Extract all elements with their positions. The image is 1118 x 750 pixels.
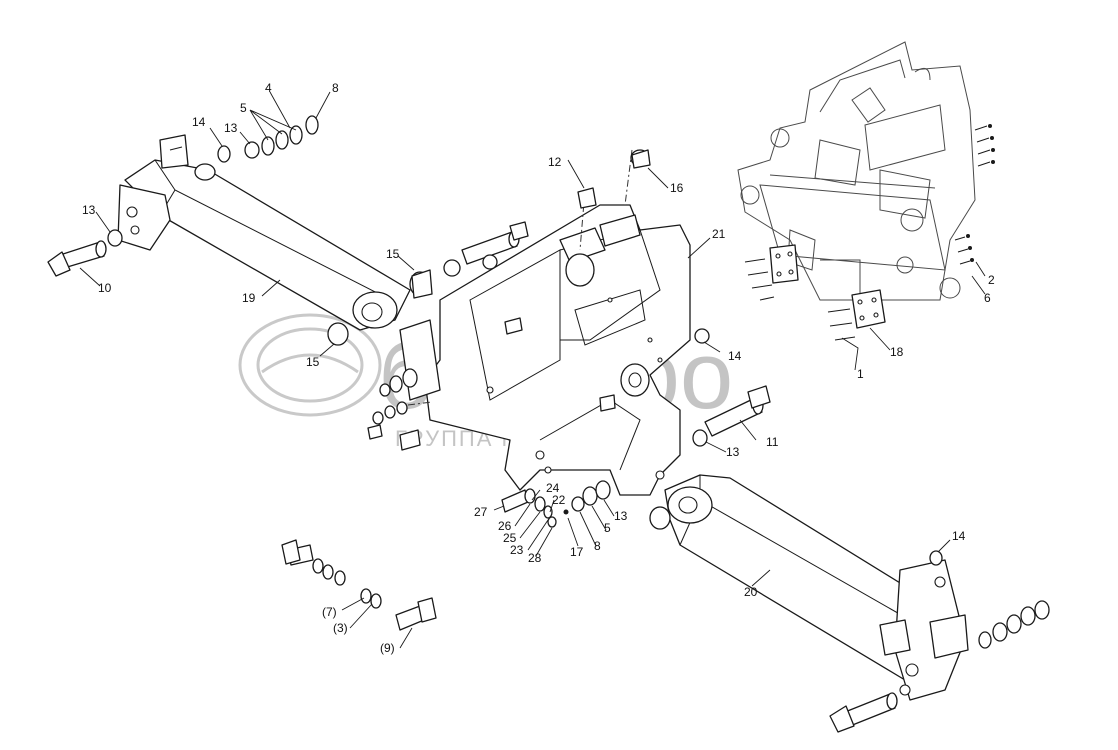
pin-10 (47, 229, 123, 277)
label-28: 28 (528, 551, 542, 565)
label-8-lower: 8 (594, 539, 601, 553)
label-13-left: 13 (82, 203, 96, 217)
label-16: 16 (670, 181, 684, 195)
label-6: 6 (984, 291, 991, 305)
label-21: 21 (712, 227, 726, 241)
label-24: 24 (546, 481, 560, 495)
label-5-top: 5 (240, 101, 247, 115)
label-3-ref: (3) (333, 621, 348, 635)
central-bracket-21 (399, 204, 691, 496)
label-17: 17 (570, 545, 584, 559)
bushing-15 (327, 269, 433, 346)
frame-bolts (954, 124, 995, 265)
label-26: 26 (498, 519, 512, 533)
label-13-middle: 13 (726, 445, 740, 459)
left-arm-19 (117, 134, 411, 331)
label-9-ref: (9) (380, 641, 395, 655)
label-22: 22 (552, 493, 566, 507)
label-18: 18 (890, 345, 904, 359)
washer-stack-middle (501, 480, 611, 528)
label-13-top: 13 (224, 121, 238, 135)
label-25: 25 (503, 531, 517, 545)
clamp-plate-lower (827, 289, 886, 341)
label-14-right: 14 (952, 529, 966, 543)
label-27: 27 (474, 505, 488, 519)
label-10: 10 (98, 281, 112, 295)
bushing-rings-top (217, 115, 319, 163)
clamp-plate-upper (744, 244, 799, 301)
pin-bottom-right (829, 692, 898, 733)
label-8-top: 8 (332, 81, 339, 95)
label-14-middle: 14 (728, 349, 742, 363)
label-5-lower: 5 (604, 521, 611, 535)
upper-pin (443, 221, 529, 277)
label-15-lower: 15 (306, 355, 320, 369)
washer-stack-left (367, 368, 421, 451)
label-4: 4 (265, 81, 272, 95)
label-1: 1 (857, 367, 864, 381)
label-15-upper: 15 (386, 247, 400, 261)
label-14-top: 14 (192, 115, 206, 129)
bushing-12-16 (577, 149, 651, 209)
pin-11 (692, 328, 771, 447)
label-2: 2 (988, 273, 995, 287)
label-23: 23 (510, 543, 524, 557)
label-20: 20 (744, 585, 758, 599)
rings-right (978, 600, 1050, 649)
callout-labels: 1 2 6 18 4 8 5 14 13 13 10 19 15 15 12 1… (82, 81, 995, 655)
label-19: 19 (242, 291, 256, 305)
leader-lines (79, 91, 986, 649)
label-12: 12 (548, 155, 562, 169)
spare-parts-left (281, 539, 437, 631)
label-11: 11 (766, 435, 779, 449)
label-13-lower: 13 (614, 509, 628, 523)
right-arm-20 (649, 474, 969, 701)
label-7-ref: (7) (322, 605, 337, 619)
